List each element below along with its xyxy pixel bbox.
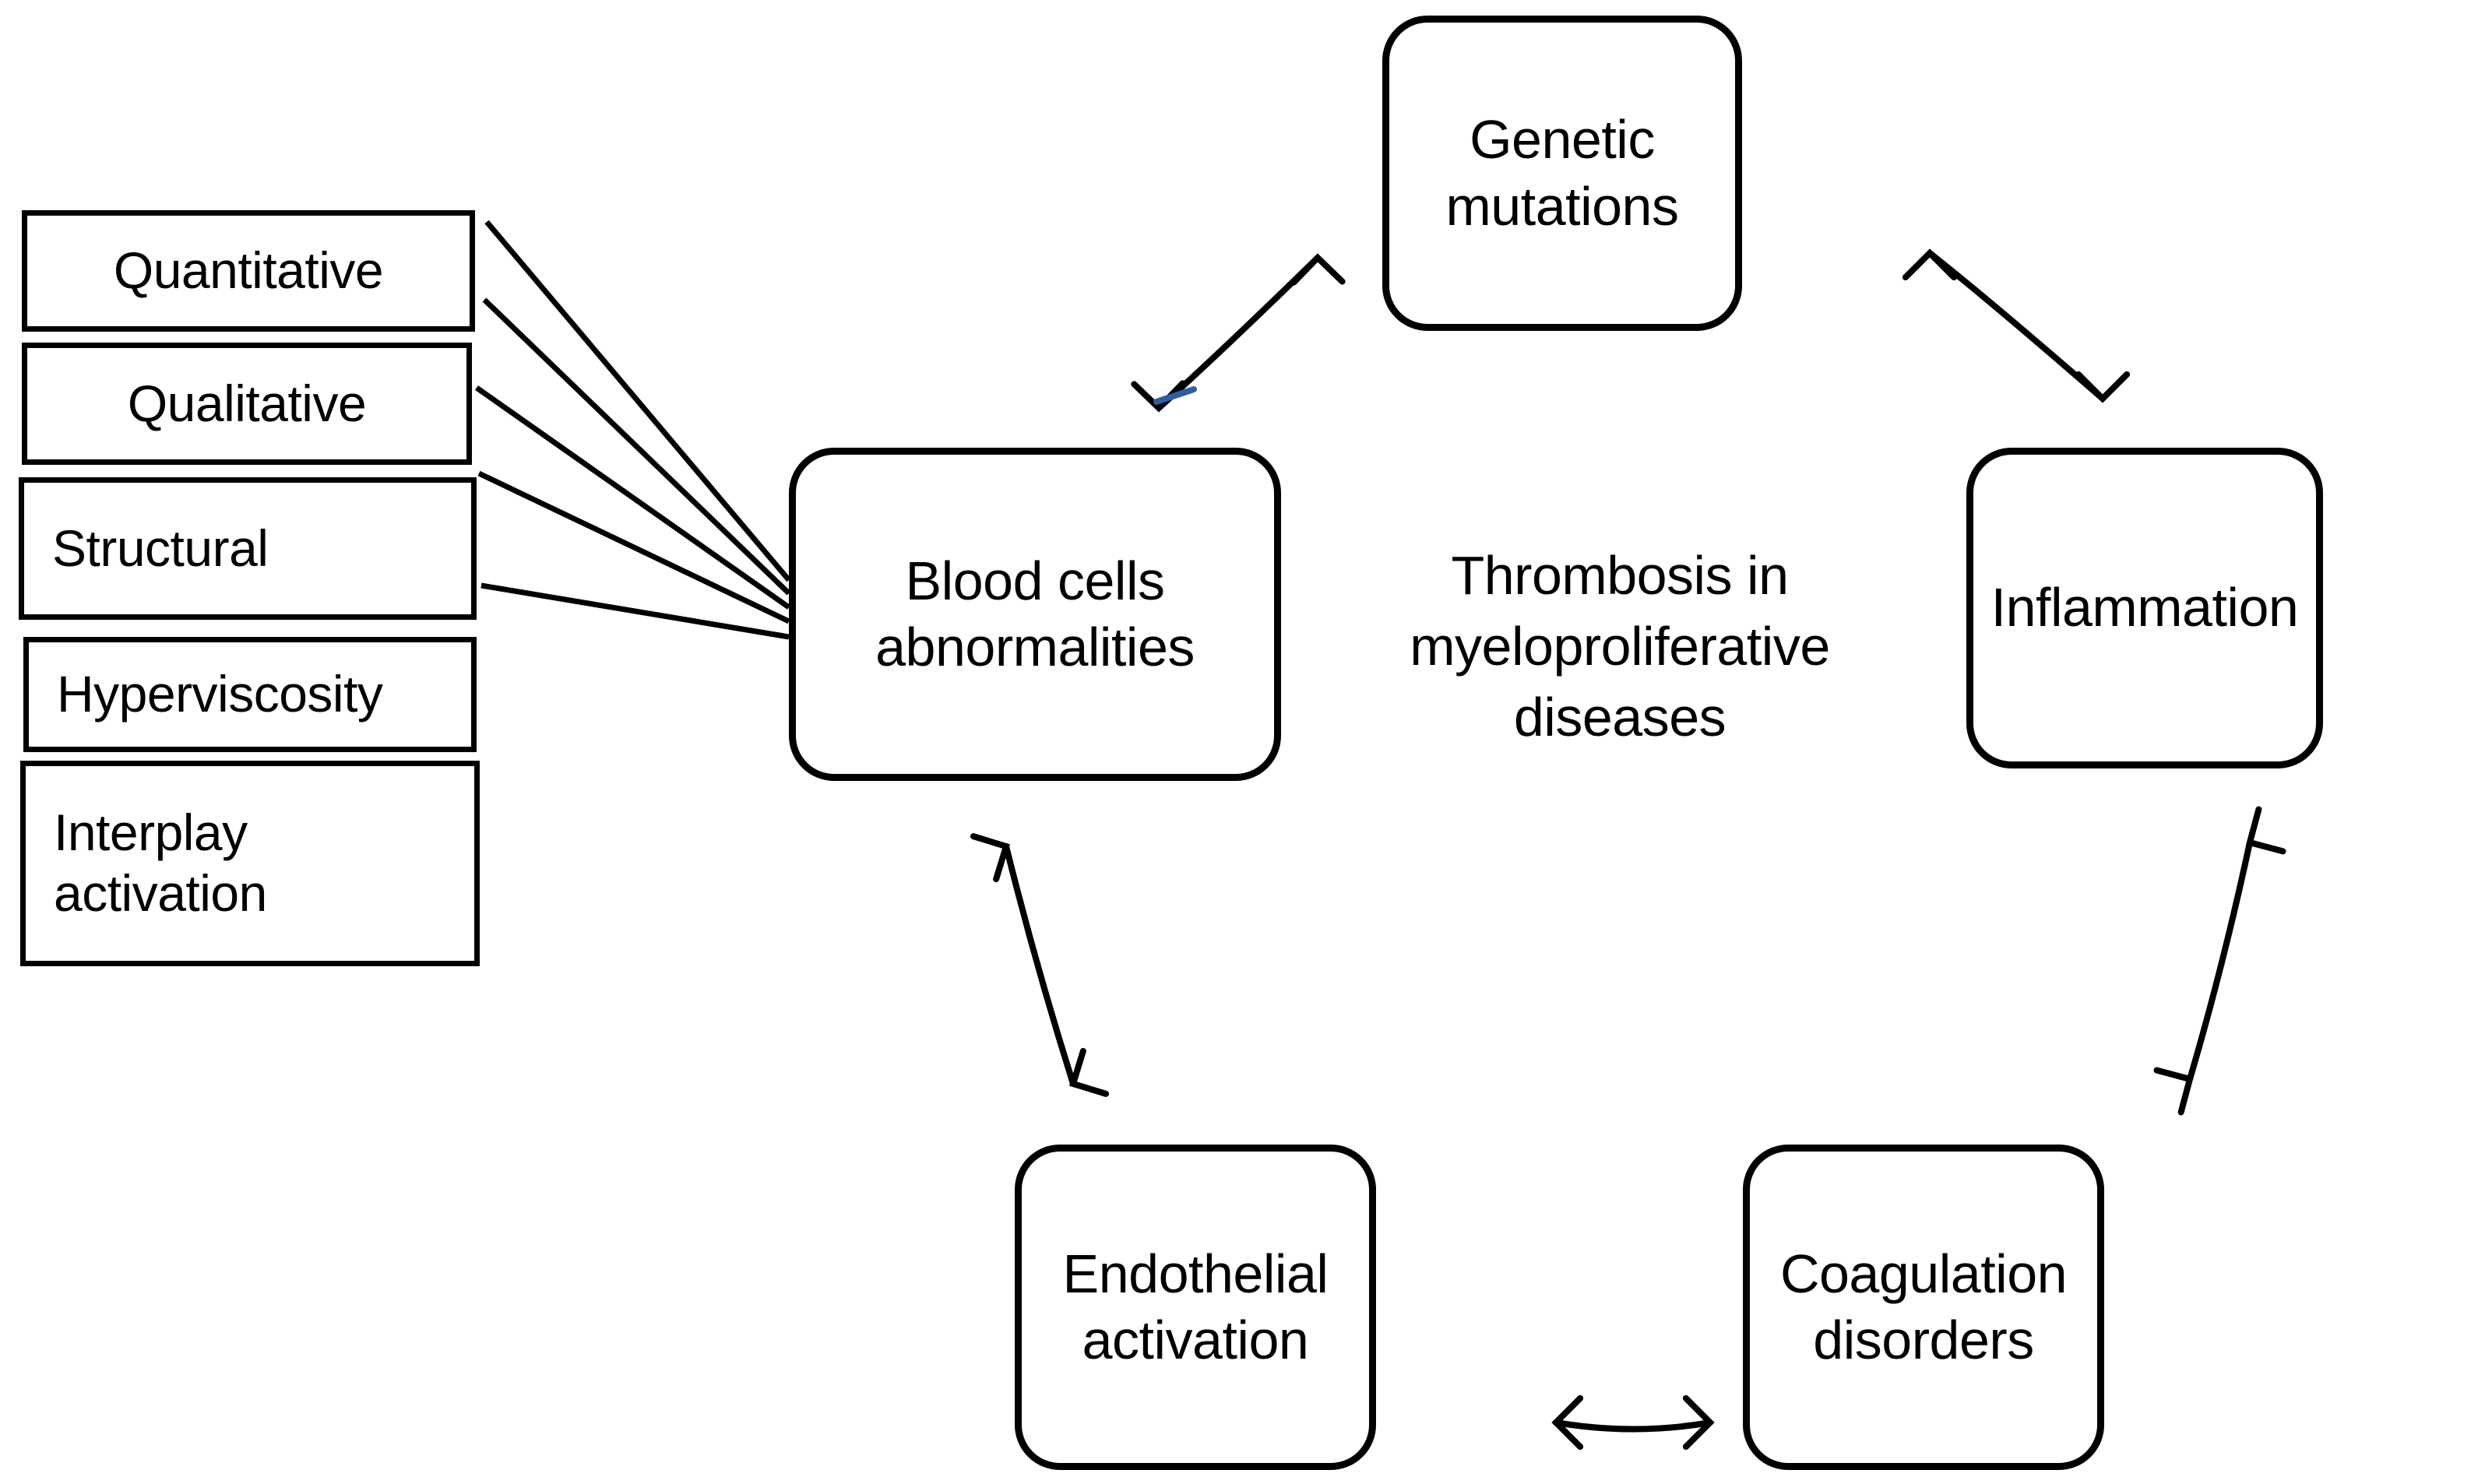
factor-label-hyperviscosity: Hyperviscosity bbox=[57, 665, 383, 723]
factor-box-quantitative[interactable]: Quantitative bbox=[22, 210, 475, 332]
arrow-coagulation-endothelial bbox=[1551, 1394, 1715, 1451]
connector-interplay-activation bbox=[480, 582, 790, 640]
blue-stroke-fragment bbox=[1153, 386, 1197, 405]
node-label-endothelial-activation: Endothelial activation bbox=[1062, 1243, 1329, 1370]
factor-label-interplay-activation: Interplay activation bbox=[54, 804, 267, 922]
node-label-genetic-mutations: Genetic mutations bbox=[1445, 109, 1679, 237]
node-label-coagulation-disorders: Coagulation disorders bbox=[1779, 1243, 2068, 1370]
node-coagulation-disorders[interactable]: Coagulation disorders bbox=[1743, 1145, 2104, 1470]
connector-hyperviscosity bbox=[477, 470, 790, 624]
factor-label-qualitative: Qualitative bbox=[127, 374, 367, 432]
arrow-endothelial-blood-cells bbox=[970, 833, 1110, 1097]
node-inflammation[interactable]: Inflammation bbox=[1966, 448, 2323, 768]
factor-label-quantitative: Quantitative bbox=[113, 241, 384, 300]
factor-box-qualitative[interactable]: Qualitative bbox=[22, 343, 472, 465]
factor-box-interplay-activation[interactable]: Interplay activation bbox=[20, 761, 480, 966]
connector-structural bbox=[474, 385, 791, 610]
arrow-inflammation-coagulation bbox=[2153, 806, 2286, 1116]
center-caption: Thrombosis in myeloproliferative disease… bbox=[1410, 545, 1830, 747]
arrow-genetic-mutations-inflammation bbox=[1902, 248, 2131, 403]
arrow-blood-cells-genetic-mutations bbox=[1131, 253, 1346, 413]
factor-box-structural[interactable]: Structural bbox=[19, 477, 477, 620]
factor-box-hyperviscosity[interactable]: Hyperviscosity bbox=[23, 637, 477, 752]
node-blood-cells-abnormalities[interactable]: Blood cells abnormalities bbox=[789, 448, 1281, 781]
factor-label-structural: Structural bbox=[52, 519, 269, 577]
node-genetic-mutations[interactable]: Genetic mutations bbox=[1382, 16, 1742, 331]
node-endothelial-activation[interactable]: Endothelial activation bbox=[1015, 1145, 1376, 1470]
node-label-inflammation: Inflammation bbox=[1990, 577, 2299, 638]
connector-quantitative bbox=[484, 220, 791, 582]
node-label-blood-cells-abnormalities: Blood cells abnormalities bbox=[875, 550, 1195, 677]
connector-qualitative bbox=[482, 297, 791, 596]
